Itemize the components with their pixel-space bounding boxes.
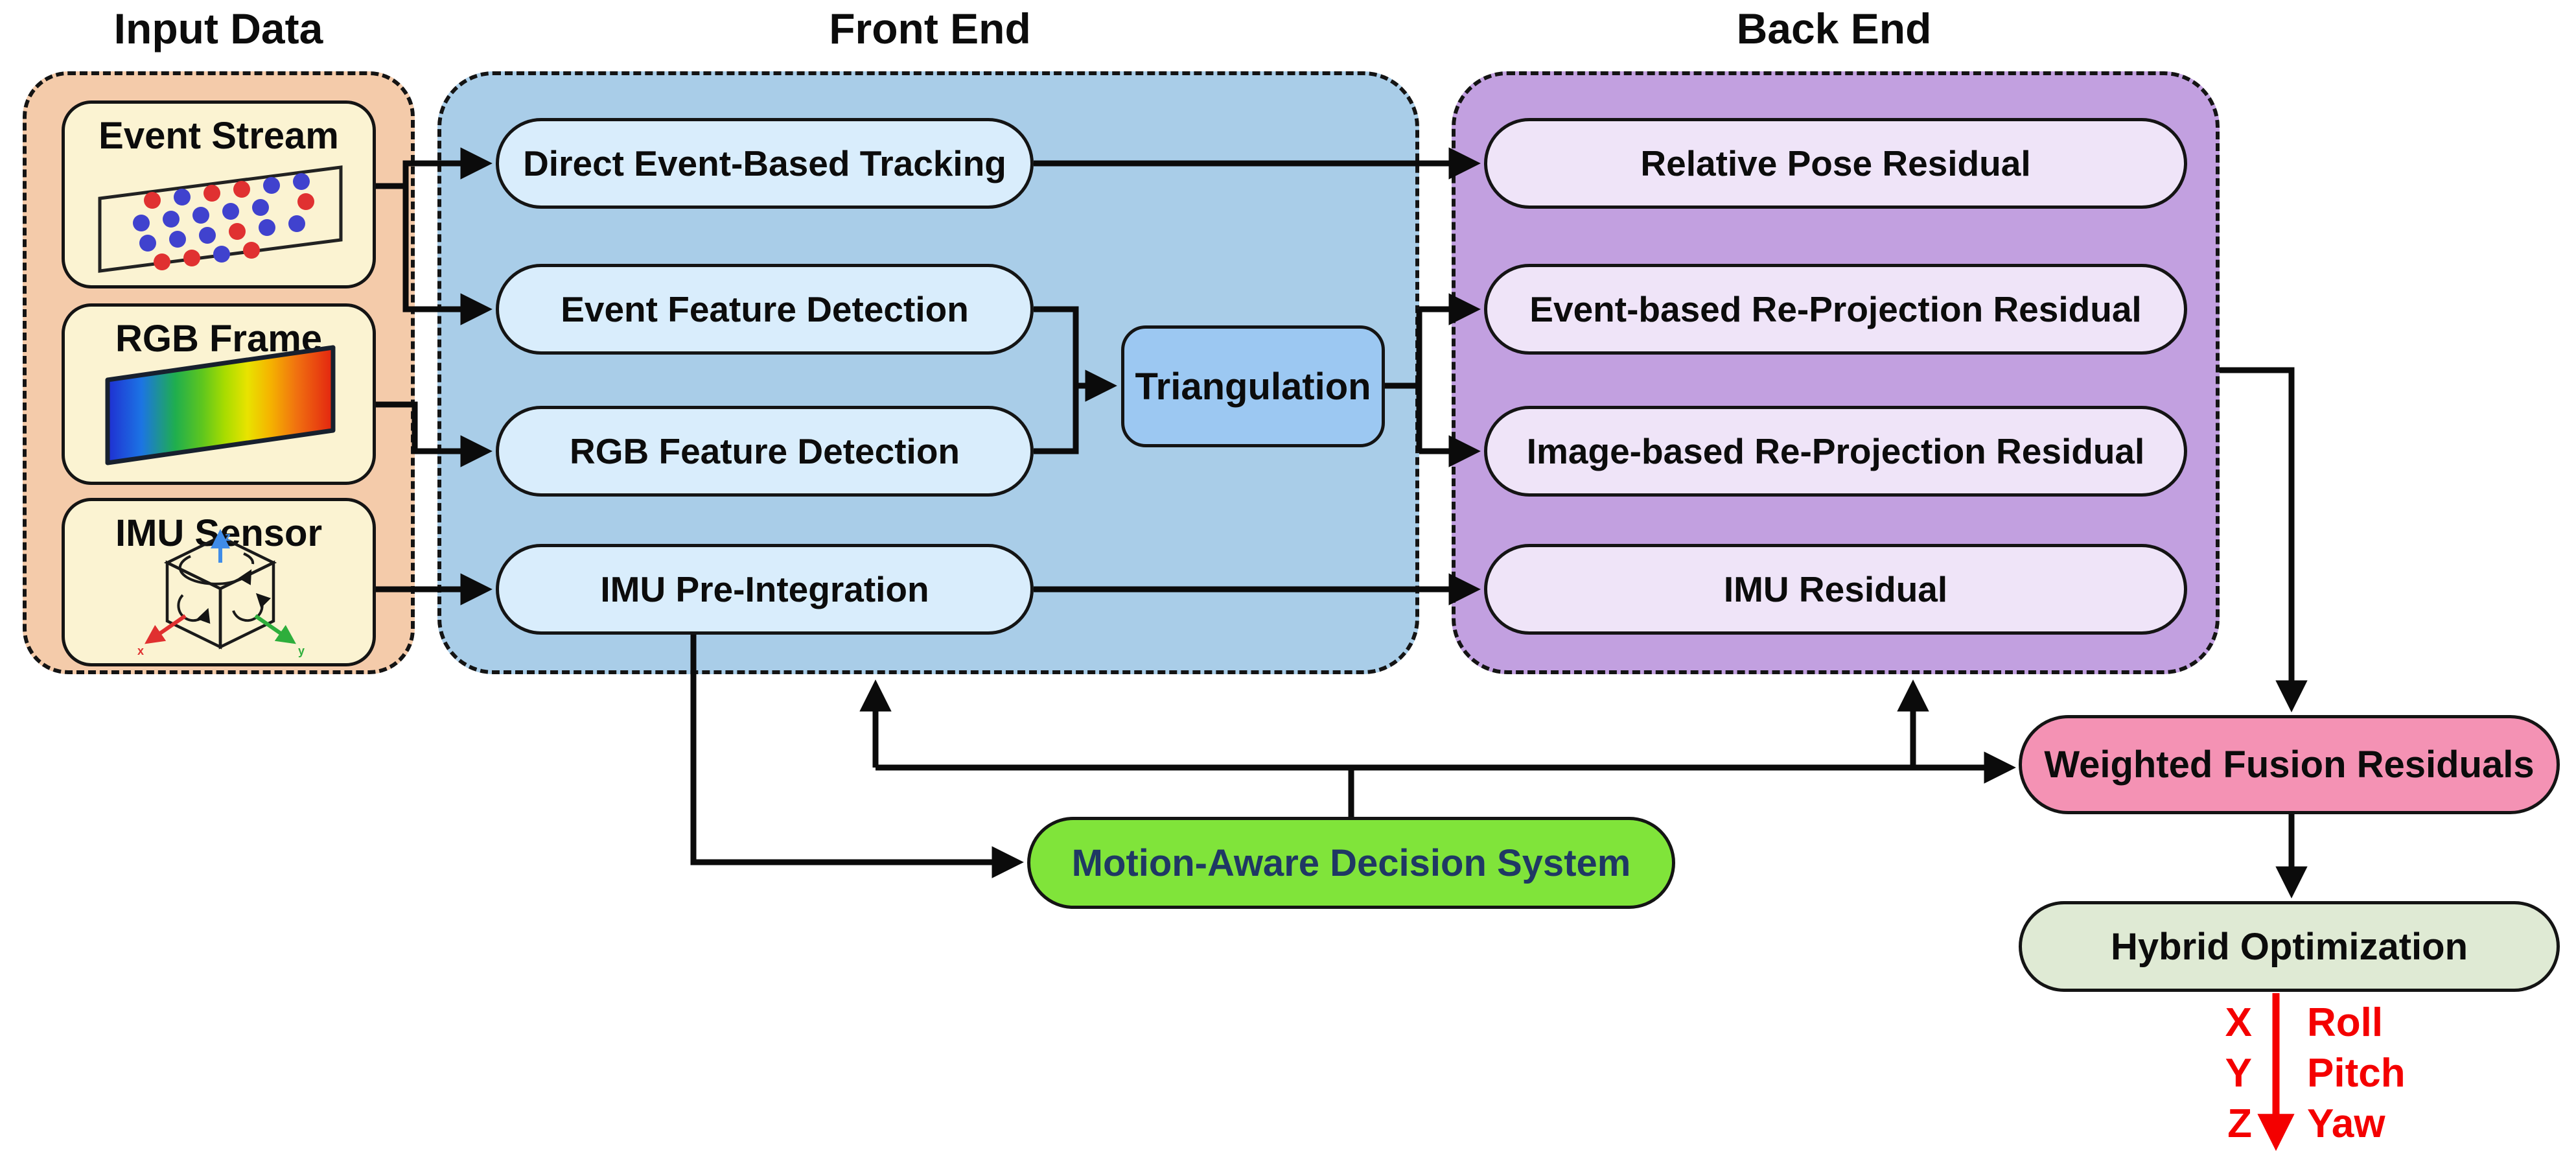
svg-text:x: x [137,644,144,657]
direct-event-tracking-label: Direct Event-Based Tracking [523,143,1006,183]
axis-yaw-label: Yaw [2307,1101,2385,1146]
node-hybrid-optimization: Hybrid Optimization [2019,901,2560,992]
event-stream-label: Event Stream [99,115,339,157]
axis-roll-label: Roll [2307,1000,2384,1045]
node-relative-pose-residual: Relative Pose Residual [1484,118,2187,209]
motion-aware-decision-system-label: Motion-Aware Decision System [1071,841,1631,884]
weighted-fusion-residuals-label: Weighted Fusion Residuals [2044,744,2535,786]
hybrid-optimization-label: Hybrid Optimization [2111,925,2468,968]
event-dots-icon [98,165,343,273]
event-feature-detection-label: Event Feature Detection [561,289,969,329]
triangulation-label: Triangulation [1135,365,1371,408]
node-imu-residual: IMU Residual [1484,544,2187,635]
svg-text:z: z [225,530,231,543]
imu-preintegration-label: IMU Pre-Integration [600,569,929,609]
node-motion-aware-decision-system: Motion-Aware Decision System [1027,817,1675,909]
node-weighted-fusion-residuals: Weighted Fusion Residuals [2019,715,2560,814]
node-direct-event-tracking: Direct Event-Based Tracking [496,118,1034,209]
axis-x-label: X [2225,1000,2252,1045]
image-reprojection-residual-label: Image-based Re-Projection Residual [1526,431,2145,471]
node-event-reprojection-residual: Event-based Re-Projection Residual [1484,264,2187,355]
node-imu-preintegration: IMU Pre-Integration [496,544,1034,635]
front-end-title: Front End [829,5,1031,53]
rgb-gradient-icon [105,345,336,465]
imu-cube-icon: z x y [137,529,305,657]
input-data-title: Input Data [113,5,323,53]
rgb-feature-detection-label: RGB Feature Detection [569,431,960,471]
imu-residual-label: IMU Residual [1723,569,1948,609]
event-reprojection-residual-label: Event-based Re-Projection Residual [1529,289,2142,329]
axis-z-label: Z [2227,1101,2252,1146]
axis-pitch-label: Pitch [2307,1051,2406,1096]
node-rgb-feature-detection: RGB Feature Detection [496,406,1034,497]
node-event-feature-detection: Event Feature Detection [496,264,1034,355]
node-image-reprojection-residual: Image-based Re-Projection Residual [1484,406,2187,497]
relative-pose-residual-label: Relative Pose Residual [1640,143,2031,183]
back-end-title: Back End [1736,5,1932,53]
svg-text:y: y [298,644,305,657]
arrow-backend-to-weightedfusion [2220,367,2308,712]
node-triangulation: Triangulation [1121,325,1385,447]
event-dots [133,173,314,270]
axis-y-label: Y [2225,1051,2252,1096]
